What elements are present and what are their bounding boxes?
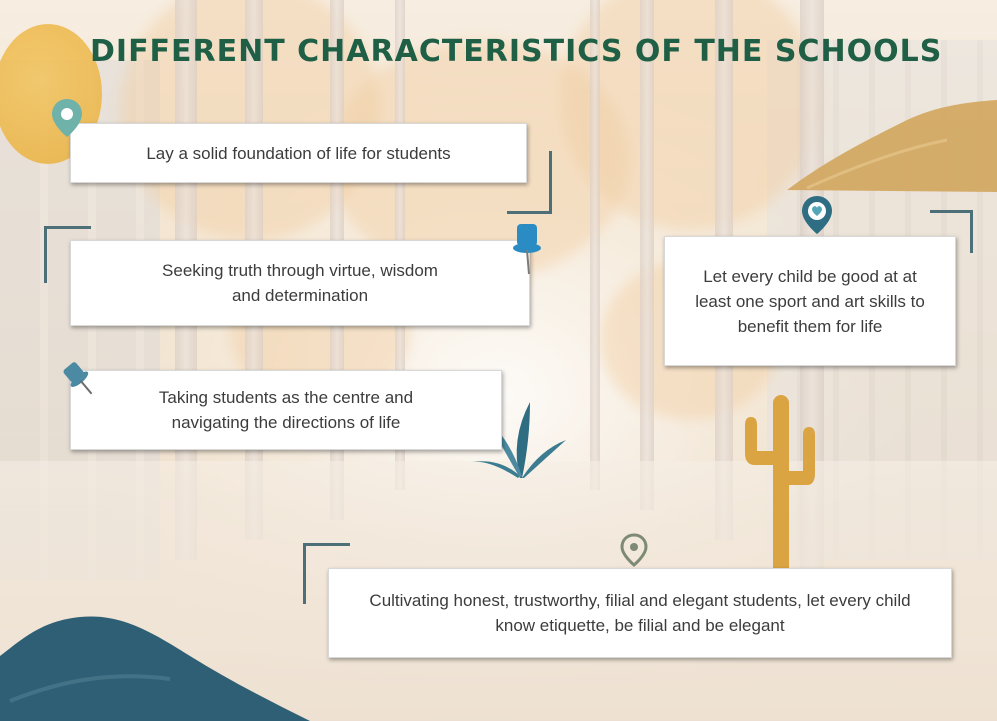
- card-corner-bracket: [507, 151, 552, 214]
- card-text: Let every child be good at at least one …: [695, 266, 925, 336]
- background-foliage: [560, 0, 820, 230]
- card-text: Taking students as the centre and naviga…: [158, 388, 414, 432]
- card-text: Lay a solid foundation of life for stude…: [146, 143, 451, 163]
- card-foundation: Lay a solid foundation of life for stude…: [70, 123, 527, 183]
- card-corner-bracket: [44, 226, 91, 283]
- background-tree-trunk: [640, 0, 654, 510]
- card-sport-art: Let every child be good at at least one …: [664, 236, 956, 366]
- pushpin-icon: [63, 362, 93, 395]
- card-virtue: Seeking truth through virtue, wisdom and…: [70, 240, 530, 326]
- card-corner-bracket: [303, 543, 350, 604]
- card-text: Seeking truth through virtue, wisdom and…: [162, 261, 438, 305]
- background-tree-trunk: [590, 0, 600, 490]
- sand-mound-decoration: [787, 100, 997, 192]
- location-pin-icon: [52, 99, 82, 137]
- card-text: Cultivating honest, trustworthy, filial …: [369, 591, 911, 635]
- card-corner-bracket: [930, 210, 973, 253]
- card-etiquette: Cultivating honest, trustworthy, filial …: [328, 568, 952, 658]
- card-student-centre: Taking students as the centre and naviga…: [70, 370, 502, 450]
- location-pin-icon: [620, 533, 648, 567]
- heart-location-pin-icon: [802, 196, 832, 234]
- blue-mound-decoration: [0, 616, 310, 721]
- page-title: DIFFERENT CHARACTERISTICS OF THE SCHOOLS: [90, 34, 943, 69]
- cactus-icon: [745, 395, 815, 585]
- pushpin-icon: [513, 224, 541, 275]
